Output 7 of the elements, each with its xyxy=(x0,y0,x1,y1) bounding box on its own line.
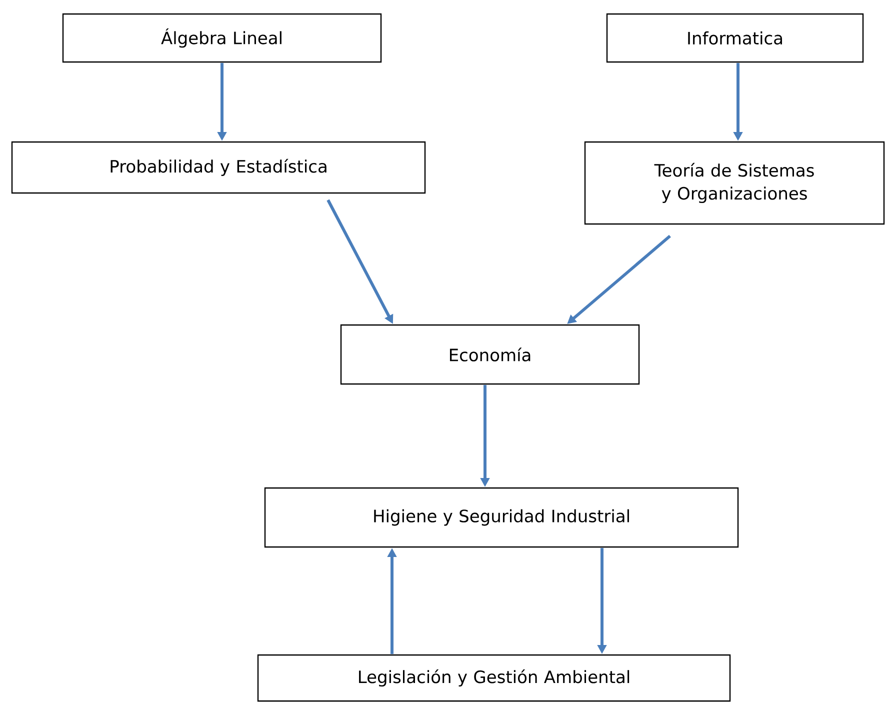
box: Probabilidad y Estadística xyxy=(11,141,426,194)
box: Economía xyxy=(340,324,640,385)
box: Legislación y Gestión Ambiental xyxy=(257,654,731,702)
box: Higiene y Seguridad Industrial xyxy=(264,487,739,548)
box: Teoría de Sistemas y Organizaciones xyxy=(584,141,885,225)
box: Álgebra Lineal xyxy=(62,13,382,63)
box: Informatica xyxy=(606,13,864,63)
